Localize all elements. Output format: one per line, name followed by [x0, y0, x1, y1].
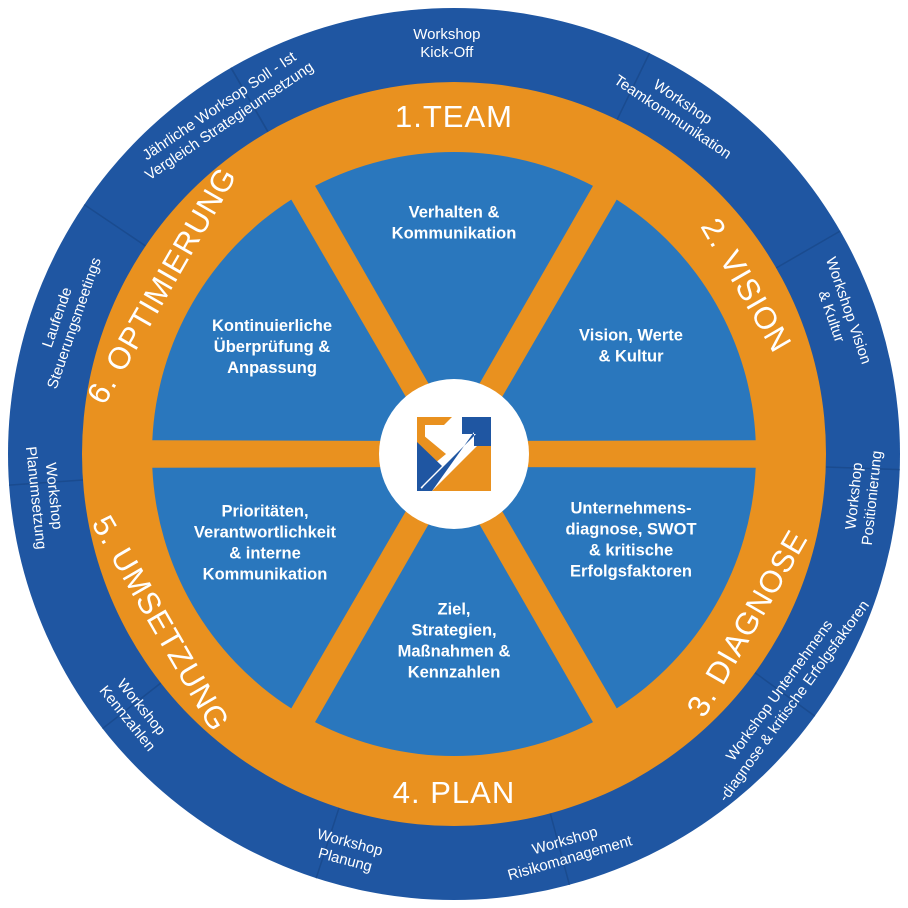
sector-text-line: Vision, Werte — [579, 327, 683, 345]
workshop-label-line: Workshop — [413, 26, 480, 43]
outer-divider — [775, 230, 841, 269]
outer-divider — [825, 466, 900, 471]
sector-text-line: & kritische — [589, 542, 673, 560]
outer-divider — [83, 203, 147, 247]
sector-text-line: Überprüfung & — [214, 337, 330, 356]
sector-wedge-5 — [152, 467, 432, 709]
sector-wedge-1 — [315, 152, 593, 428]
phase-label-4: 4. PLAN — [393, 775, 515, 810]
outer-divider — [754, 672, 816, 717]
outer-divider — [102, 682, 162, 730]
sector-wedge-2 — [476, 199, 756, 441]
workshop-label-line: Kick-Off — [420, 44, 474, 61]
outer-divider — [549, 813, 571, 885]
outer-divider — [9, 479, 83, 486]
workshop-label-line: Workshop — [842, 462, 866, 531]
sector-group — [152, 152, 756, 757]
sector-text-line: Verhalten & — [409, 204, 500, 222]
sector-text-line: & interne — [229, 545, 301, 563]
sector-text-line: Unternehmens- — [570, 500, 691, 518]
sector-text-line: & Kultur — [598, 348, 664, 366]
workshop-label-line: Workshop — [42, 462, 66, 531]
sector-text-line: Kontinuierliche — [212, 317, 332, 335]
sector-text-line: Kennzahlen — [408, 664, 501, 682]
sector-text-line: Ziel, — [437, 601, 470, 619]
sector-wedge-3 — [476, 467, 756, 709]
sector-text-line: Anpassung — [227, 359, 317, 377]
sector-text-line: Maßnahmen & — [398, 643, 511, 661]
sector-wedge-6 — [152, 199, 432, 441]
outer-divider — [230, 67, 269, 133]
outer-ring-dividers — [9, 52, 900, 885]
sector-text-line: Strategien, — [411, 622, 496, 640]
sector-text-line: Kommunikation — [392, 225, 517, 243]
sector-text-line: Kommunikation — [203, 566, 328, 584]
sector-text-line: Erfolgsfaktoren — [570, 563, 692, 581]
sector-wedge-4 — [315, 480, 593, 757]
outer-divider — [616, 52, 651, 120]
sector-text-line: Prioritäten, — [221, 503, 308, 521]
sector-text-line: diagnose, SWOT — [565, 521, 696, 539]
arrow-logo-icon — [417, 417, 491, 491]
sector-text-line: Verantwortlichkeit — [194, 524, 337, 542]
center-circle — [379, 379, 529, 529]
outer-divider — [315, 807, 340, 879]
phase-label-1: 1.TEAM — [395, 99, 513, 134]
